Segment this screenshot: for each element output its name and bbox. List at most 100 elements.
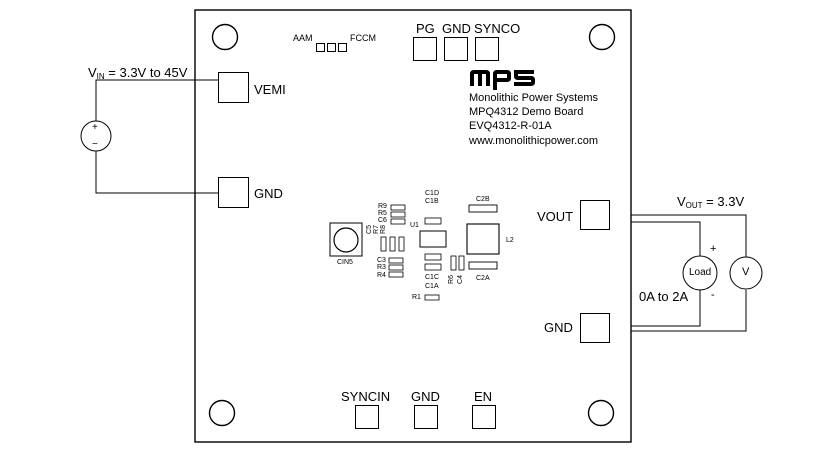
r6-part: [450, 255, 457, 271]
c1a-part: [424, 263, 442, 271]
r9-part: [390, 204, 406, 211]
r8-part: [398, 236, 405, 252]
gnd-left-pad[interactable]: [218, 177, 249, 208]
c2b-label: C2B: [476, 196, 490, 203]
jumper-pin-1[interactable]: [316, 43, 325, 52]
l2-label: L2: [506, 237, 514, 244]
jumper-pin-2[interactable]: [327, 43, 336, 52]
vemi-pad[interactable]: [218, 72, 249, 103]
r6-label: R6: [447, 275, 455, 284]
c1c-label: C1C: [425, 274, 440, 281]
gnd-top-label: GND: [442, 21, 471, 36]
c5-part: [380, 236, 387, 252]
u1-chip: [419, 230, 447, 248]
c6-part: [390, 218, 406, 225]
synco-pad[interactable]: [475, 37, 499, 61]
c1c-part: [424, 253, 442, 261]
r7-part: [389, 236, 396, 252]
r5-label: R5: [378, 210, 387, 217]
gnd-top-pad[interactable]: [444, 37, 468, 61]
input-wire-negative: [95, 151, 218, 194]
mounting-hole-top-right: [588, 23, 616, 51]
vout-label: VOUT: [537, 209, 574, 224]
input-source-symbol: [80, 120, 112, 152]
c3-label: C3: [377, 257, 386, 264]
c4-part: [458, 255, 465, 271]
vout-spec-label: VOUT = 3.3V: [677, 195, 744, 210]
vout-pad[interactable]: [580, 200, 610, 230]
c5-label: C5: [365, 225, 373, 234]
vout-spec-suffix: = 3.3V: [702, 194, 745, 209]
mps-logo: [470, 70, 535, 90]
fccm-label: FCCM: [350, 33, 376, 43]
r4-part: [388, 271, 404, 278]
mounting-hole-bottom-left: [208, 399, 236, 427]
jumper-pin-3[interactable]: [338, 43, 347, 52]
r3-label: R3: [377, 264, 386, 271]
gnd-bottom-pad[interactable]: [414, 405, 438, 429]
u1-label: U1: [410, 222, 419, 229]
mounting-hole-bottom-right: [587, 399, 615, 427]
output-wire-top: [630, 205, 747, 258]
r1-label: R1: [412, 294, 421, 301]
r9-label: R9: [378, 203, 387, 210]
gnd-bottom-label: GND: [411, 389, 440, 404]
vout-spec-sub: OUT: [685, 201, 703, 210]
c1a-label: C1A: [425, 283, 439, 290]
website-link[interactable]: www.monolithicpower.com: [469, 135, 598, 147]
gnd-left-label: GND: [254, 186, 283, 201]
syncin-label: SYNCIN: [341, 389, 391, 404]
part-number: EVQ4312-R-01A: [469, 120, 552, 132]
aam-label: AAM: [293, 33, 313, 43]
load-minus-sign: -: [711, 289, 715, 301]
mounting-hole-top-left: [211, 23, 239, 51]
c6-label: C6: [378, 217, 387, 224]
load-label: Load: [689, 267, 712, 278]
pg-label: PG: [416, 21, 435, 36]
synco-label: SYNCO: [474, 21, 521, 36]
gnd-right-pad[interactable]: [580, 313, 610, 343]
r7-label: R7: [372, 225, 380, 234]
c1d-label: C1D: [425, 190, 440, 197]
input-wire-positive: [95, 79, 218, 121]
r5-part: [390, 211, 406, 218]
r4-label: R4: [377, 272, 386, 279]
load-range-label: 0A to 2A: [639, 289, 689, 304]
gnd-right-label: GND: [544, 320, 573, 335]
cin5-label: CIN5: [337, 259, 353, 266]
vin-label-sub: IN: [96, 72, 105, 81]
cin5-outline: [329, 222, 363, 257]
pg-pad[interactable]: [413, 37, 437, 61]
c4-label: C4: [456, 275, 464, 284]
vemi-label: VEMI: [254, 82, 286, 97]
r8-label: R8: [379, 225, 387, 234]
vin-label-prefix: V: [88, 65, 97, 80]
en-label: EN: [474, 389, 493, 404]
en-pad[interactable]: [472, 405, 496, 429]
load-plus-sign: +: [710, 243, 717, 255]
cin5-capacitor: [333, 227, 359, 253]
source-plus-sign: +: [92, 122, 98, 133]
c2a-part: [468, 261, 498, 270]
c3-part: [388, 257, 404, 264]
company-name: Monolithic Power Systems: [469, 92, 598, 104]
board-outline: [194, 9, 632, 443]
syncin-pad[interactable]: [355, 405, 379, 429]
c1b-part: [424, 217, 442, 225]
source-minus-sign: −: [92, 139, 98, 150]
load-symbol: [682, 255, 718, 291]
vout-spec-prefix: V: [677, 194, 686, 209]
voltmeter-symbol: [729, 256, 763, 290]
c2a-label: C2A: [476, 275, 490, 282]
r3-part: [388, 264, 404, 271]
r1-part: [424, 294, 440, 301]
vin-label-suffix: = 3.3V to 45V: [104, 65, 188, 80]
product-name: MPQ4312 Demo Board: [469, 106, 584, 118]
c1b-label: C1B: [425, 198, 439, 205]
l2-inductor: [466, 223, 500, 255]
c2b-part: [468, 204, 498, 213]
vin-label: VIN = 3.3V to 45V: [88, 66, 187, 81]
output-wire-load-bottom: [630, 290, 701, 331]
output-wire-load-top: [630, 215, 701, 256]
